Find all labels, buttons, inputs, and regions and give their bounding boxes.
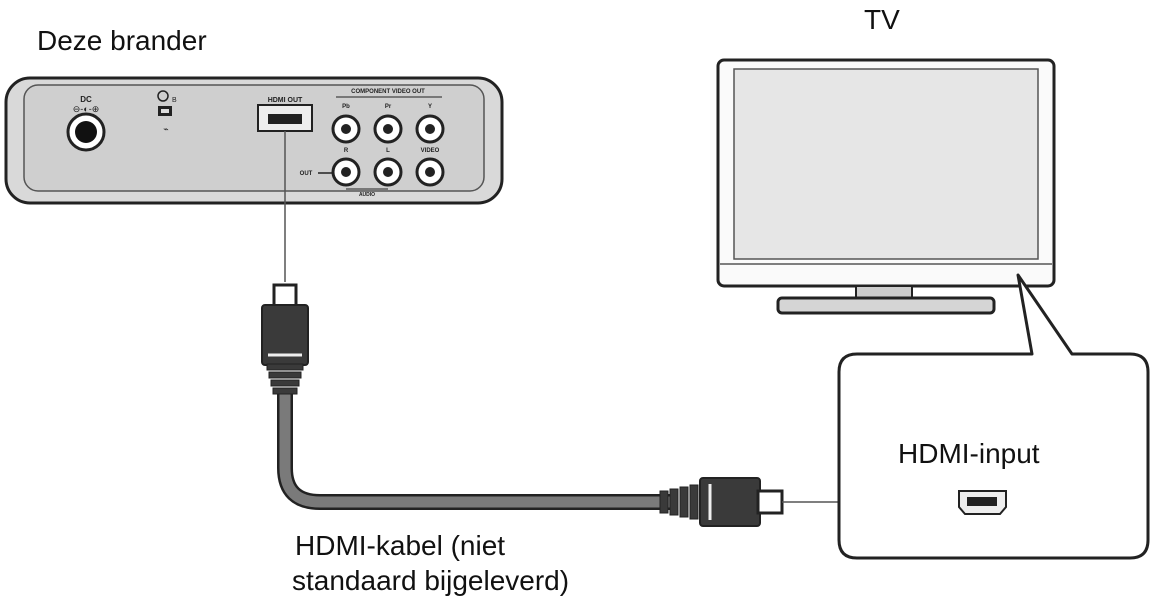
svg-text:⊖-◐-⊕: ⊖-◐-⊕ [73,104,100,114]
device-label: Deze brander [37,25,207,56]
device-burner: DC ⊖-◐-⊕ B ⌁ HDMI OUT COMPONENT VIDEO OU… [4,76,504,205]
hdmi-input-label: HDMI-input [898,438,1040,469]
hdmi-input-callout [837,273,1150,560]
svg-text:L: L [386,148,390,154]
cable-label-line2: standaard bijgeleverd) [292,565,570,596]
jack-audio-r [331,157,361,187]
svg-text:B: B [172,97,177,104]
jack-pr [373,114,403,144]
svg-text:⌁: ⌁ [163,124,168,134]
tv-label: TV [864,4,900,35]
component-video-out: COMPONENT VIDEO OUT Pb Pr Y [331,89,445,144]
dc-jack: DC ⊖-◐-⊕ [66,95,106,152]
cable-label-line1: HDMI-kabel (niet [295,530,506,561]
hdmi-plug-vertical [261,283,309,395]
jack-y [415,114,445,144]
hdmi-input-port [958,490,1007,515]
svg-text:VIDEO: VIDEO [421,148,440,154]
television [716,58,1056,315]
svg-text:Y: Y [428,104,432,110]
svg-text:Pb: Pb [342,104,350,110]
svg-text:DC: DC [80,95,92,104]
hdmi-cable [261,283,784,527]
jack-audio-l [373,157,403,187]
hdmi-plug-horizontal [659,477,784,527]
svg-text:OUT: OUT [300,171,313,177]
jack-video [415,157,445,187]
jack-pb [331,114,361,144]
svg-text:AUDIO: AUDIO [359,192,375,198]
svg-text:COMPONENT VIDEO OUT: COMPONENT VIDEO OUT [351,89,425,95]
usb-port: B ⌁ [157,90,177,134]
svg-text:R: R [344,148,349,154]
svg-text:Pr: Pr [385,104,392,110]
svg-text:HDMI OUT: HDMI OUT [268,97,303,104]
audio-video-out: R L VIDEO OUT AUDIO [300,148,445,198]
